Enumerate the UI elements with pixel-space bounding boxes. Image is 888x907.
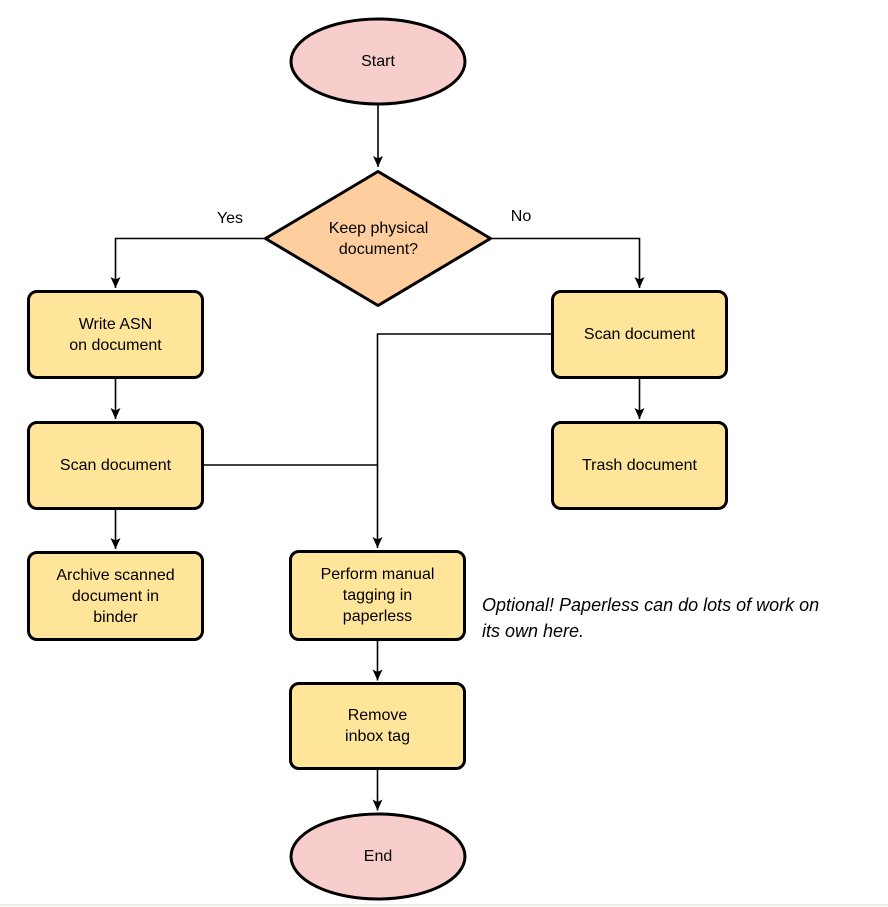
scan-document-right-box bbox=[551, 290, 728, 379]
trash-document-box bbox=[551, 421, 728, 510]
edge-decision-yes bbox=[110, 237, 266, 288]
end-ellipse bbox=[289, 812, 467, 901]
write-asn-box bbox=[27, 290, 204, 379]
start-ellipse bbox=[289, 17, 467, 106]
footer-divider bbox=[0, 904, 888, 906]
decision-diamond bbox=[264, 170, 492, 307]
archive-box bbox=[27, 551, 204, 641]
scan-document-left-box bbox=[27, 421, 204, 510]
remove-inbox-tag-box bbox=[289, 682, 466, 770]
perform-tagging-box bbox=[289, 550, 466, 641]
edge-scanright-to-perform bbox=[372, 333, 553, 548]
edge-decision-no bbox=[490, 237, 645, 288]
